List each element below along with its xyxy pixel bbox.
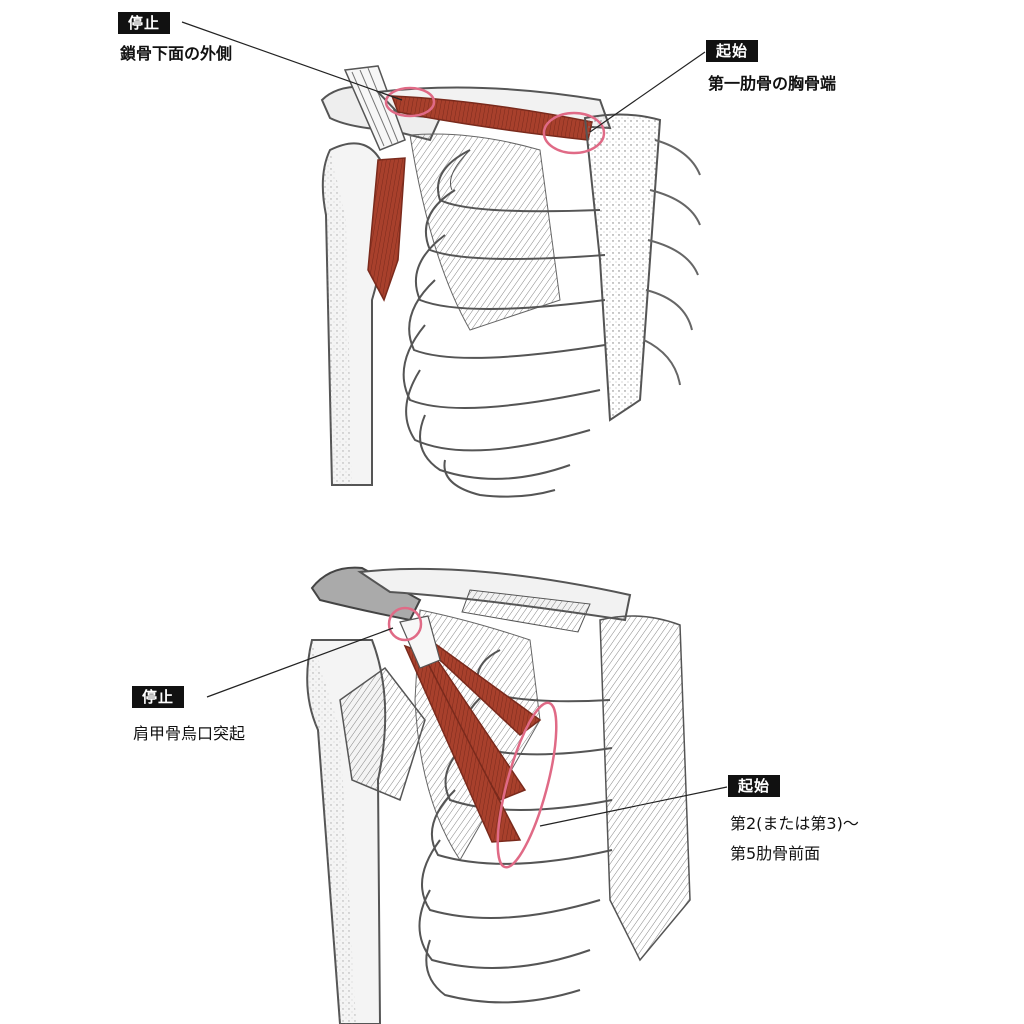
ligament-band bbox=[461, 589, 591, 633]
origin-tag-bottom: 起始 bbox=[728, 775, 781, 797]
bottom-diagram bbox=[206, 566, 728, 1024]
origin-ring-top bbox=[542, 111, 606, 155]
origin-leader-bottom bbox=[539, 786, 728, 827]
insertion-tag-bottom: 停止 bbox=[132, 686, 185, 708]
top-diagram bbox=[181, 21, 706, 498]
origin-leader-top bbox=[589, 51, 706, 133]
origin-label-bottom-line1: 第2(または第3)～ bbox=[730, 814, 859, 833]
insertion-ring-top bbox=[384, 86, 436, 118]
costal-cartilage bbox=[643, 139, 701, 386]
pectoralis-minor-muscle bbox=[403, 631, 542, 843]
arm-muscle bbox=[367, 157, 406, 302]
insertion-leader-bottom bbox=[206, 627, 394, 698]
origin-label-bottom-line2: 第5肋骨前面 bbox=[730, 844, 821, 863]
sternum-lower bbox=[599, 615, 691, 962]
insertion-leader-top bbox=[181, 21, 403, 101]
insertion-label-top: 鎖骨下面の外側 bbox=[120, 44, 233, 63]
insertion-tag-top: 停止 bbox=[118, 12, 171, 34]
origin-tag-top: 起始 bbox=[706, 40, 759, 62]
insertion-label-bottom: 肩甲骨烏口突起 bbox=[133, 724, 246, 743]
insertion-ring-bottom bbox=[387, 606, 423, 642]
scapula bbox=[409, 133, 561, 331]
sternum-bone bbox=[583, 113, 662, 422]
shoulder-muscle-lower bbox=[339, 666, 426, 802]
origin-ring-bottom bbox=[496, 701, 558, 869]
origin-label-top: 第一肋骨の胸骨端 bbox=[708, 74, 837, 93]
rib-cage bbox=[402, 149, 606, 498]
tendon bbox=[343, 65, 406, 151]
